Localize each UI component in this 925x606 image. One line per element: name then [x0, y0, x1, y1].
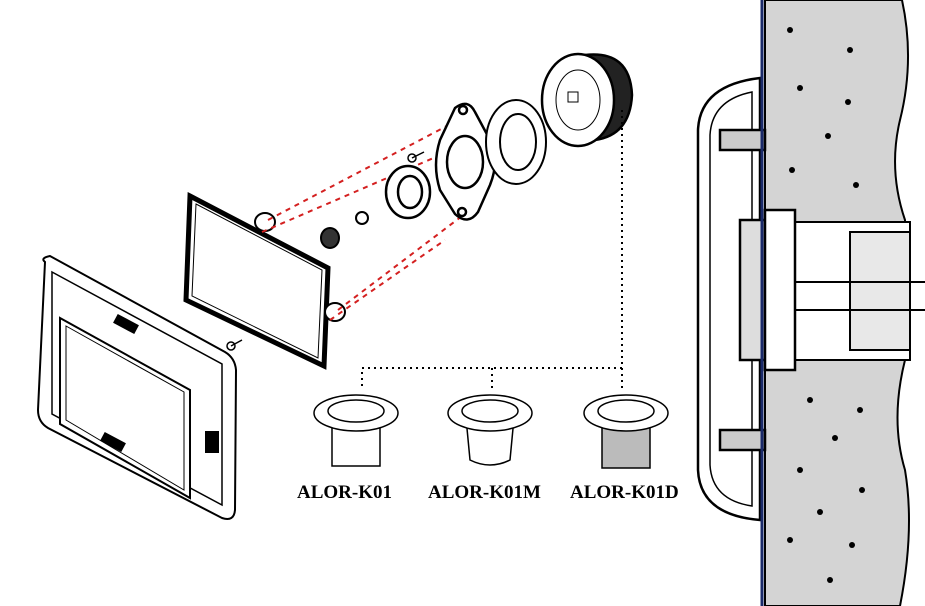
alignment-guides: [261, 117, 471, 321]
flange-housing: [540, 52, 634, 148]
clamp-ring: [384, 164, 432, 220]
model-k01d-image: [583, 394, 669, 469]
mounting-plate: [183, 191, 346, 370]
model-label-k01m: ALOR-K01M: [428, 482, 541, 503]
installed-device-section: [696, 0, 797, 606]
model-connectors: [361, 110, 623, 390]
nut-and-washer: [320, 211, 369, 249]
model-k01m-image: [447, 394, 533, 466]
bracket: [434, 102, 497, 221]
model-label-k01: ALOR-K01: [297, 482, 392, 503]
model-label-k01d: ALOR-K01D: [570, 482, 679, 503]
model-k01-image: [313, 394, 399, 467]
gasket: [485, 99, 547, 185]
display-panel: [36, 254, 238, 520]
